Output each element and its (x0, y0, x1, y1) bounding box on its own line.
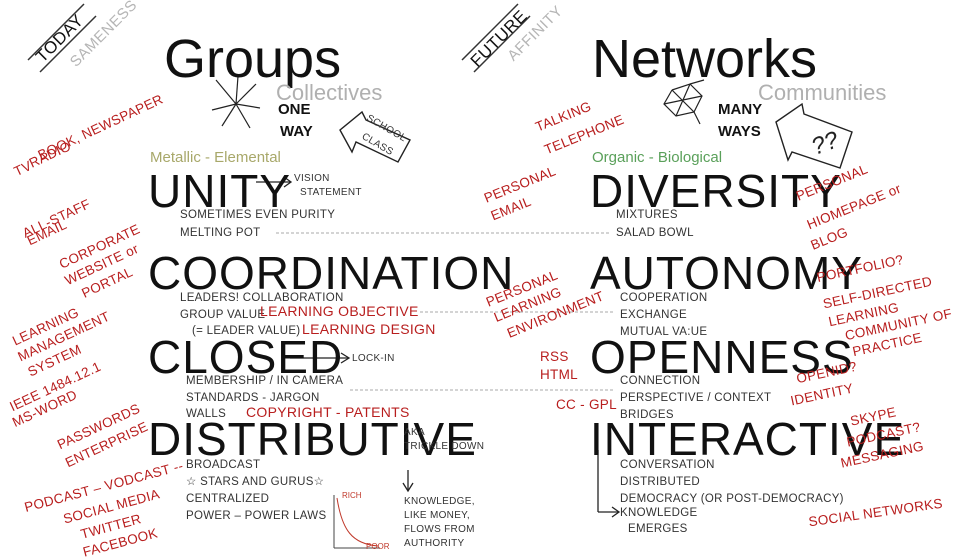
coord-desc-3: (= LEADER VALUE) (192, 325, 301, 337)
principle-openness: OPENNESS (590, 331, 854, 383)
unity-arrow-label-1: VISION (294, 173, 330, 184)
coord-desc-2: GROUP VALUE (180, 309, 266, 321)
interactive-desc-2: DISTRIBUTED (620, 476, 700, 488)
unity-desc-1: SOMETIMES EVEN PURITY (180, 209, 336, 221)
diversity-desc-2: SALAD BOWL (616, 227, 694, 239)
principle-coordination: COORDINATION (148, 247, 515, 299)
knowledge-desc-1: KNOWLEDGE, (404, 496, 475, 507)
interactive-desc-1: CONVERSATION (620, 459, 715, 471)
poor-label: POOR (366, 542, 390, 551)
network-icon (663, 79, 705, 125)
many-ways-label-1: MANY (718, 101, 763, 118)
interactive-desc-3: DEMOCRACY (OR POST-DEMOCRACY) (620, 493, 844, 505)
networks-title: Networks (592, 29, 818, 89)
autonomy-desc-1: COOPERATION (620, 292, 708, 304)
red-ccgpl: CC - GPL (556, 397, 617, 412)
red-rss: RSS (540, 349, 569, 364)
closed-desc-1: MEMBERSHIP / IN CAMERA (186, 375, 344, 387)
collectives-subtitle: Collectives (276, 80, 383, 105)
aka-label-2: TRICKLE DOWN (404, 441, 485, 452)
principle-diversity: DIVERSITY (590, 165, 842, 217)
autonomy-desc-3: MUTUAL VA:UE (620, 326, 708, 338)
openness-desc-1: CONNECTION (620, 375, 701, 387)
principle-interactive: INTERACTIVE (590, 413, 906, 465)
metallic-elemental: Metallic - Elemental (150, 149, 281, 166)
unity-desc-2: MELTING POT (180, 227, 261, 239)
dist-desc-2: ☆ STARS AND GURUS☆ (186, 476, 325, 488)
starburst-icon (211, 75, 261, 129)
closed-desc-2: STANDARDS - JARGON (186, 392, 320, 404)
many-ways-label-2: WAYS (718, 123, 761, 140)
openness-desc-3: BRIDGES (620, 409, 674, 421)
closed-arrow-label: LOCK-IN (352, 353, 395, 364)
one-way-label-1: ONE (278, 101, 311, 118)
coord-desc-1: LEADERS! COLLABORATION (180, 292, 344, 304)
knowledge-desc-3: FLOWS FROM (404, 524, 475, 535)
closed-desc-3: WALLS (186, 408, 227, 420)
red-html: HTML (540, 367, 578, 382)
red-copyright: COPYRIGHT - PATENTS (246, 404, 410, 420)
dist-desc-1: BROADCAST (186, 459, 261, 471)
principle-autonomy: AUTONOMY (590, 247, 863, 299)
interactive-desc-4: KNOWLEDGE (620, 507, 698, 519)
dist-desc-4: POWER – POWER LAWS (186, 510, 327, 522)
one-way-label-2: WAY (280, 123, 313, 140)
diversity-desc-1: MIXTURES (616, 209, 678, 221)
principle-distributive: DISTRIBUTIVE (148, 413, 477, 465)
interactive-desc-5: EMERGES (628, 523, 688, 535)
aka-label-1: AKA (404, 427, 425, 438)
communities-subtitle: Communities (758, 80, 887, 105)
question-arrow (775, 102, 853, 169)
autonomy-desc-2: EXCHANGE (620, 309, 687, 321)
school-class-arrow (339, 110, 411, 163)
unity-arrow-label-2: STATEMENT (300, 187, 362, 198)
openness-desc-2: PERSPECTIVE / CONTEXT (620, 392, 772, 404)
organic-biological: Organic - Biological (592, 149, 723, 166)
knowledge-desc-2: LIKE MONEY, (404, 510, 470, 521)
dist-desc-3: CENTRALIZED (186, 493, 270, 505)
knowledge-desc-4: AUTHORITY (404, 538, 465, 549)
red-learning-objective: LEARNING OBJECTIVE (260, 303, 419, 319)
red-learning-design: LEARNING DESIGN (302, 321, 436, 337)
principle-unity: UNITY (148, 165, 291, 217)
groups-title: Groups (164, 29, 342, 89)
rich-label: RICH (342, 491, 362, 500)
principle-closed: CLOSED (148, 331, 344, 383)
